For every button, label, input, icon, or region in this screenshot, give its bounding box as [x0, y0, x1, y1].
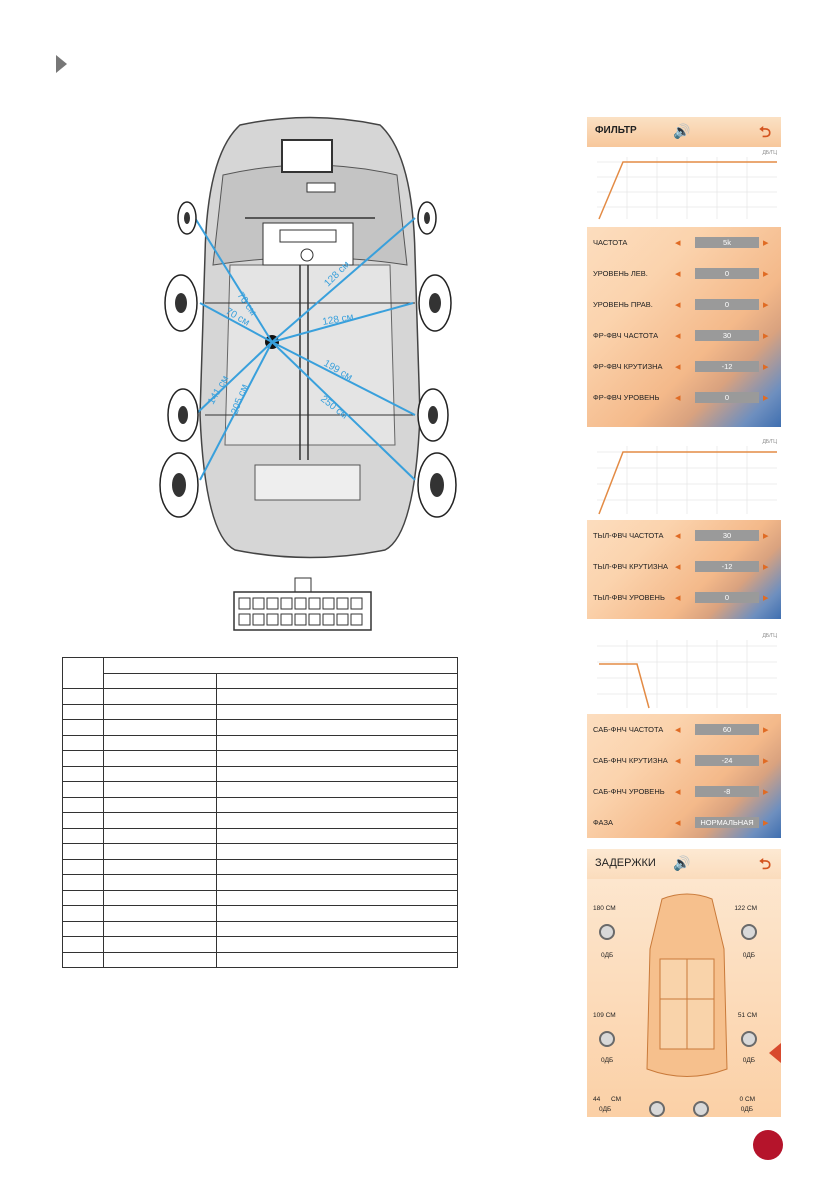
arrow-right-icon[interactable]: ▸ [763, 786, 769, 798]
filter-row: ТЫЛ-ФВЧ УРОВЕНЬ◂0▸ [593, 592, 769, 604]
arrow-right-icon[interactable]: ▸ [763, 237, 769, 249]
arrow-right-icon[interactable]: ▸ [763, 592, 769, 604]
section-marker [56, 55, 67, 73]
delay-db: 0ДБ [599, 1106, 612, 1113]
speaker-icon[interactable] [599, 924, 615, 940]
filter-row: ФР-ФВЧ УРОВЕНЬ◂0▸ [593, 392, 769, 404]
speaker-icon[interactable]: 🔊 [673, 123, 691, 139]
arrow-right-icon[interactable]: ▸ [763, 330, 769, 342]
delay-fl: 180 СМ [593, 905, 616, 912]
arrow-right-icon[interactable]: ▸ [763, 530, 769, 542]
delay-panel: ЗАДЕРЖКИ 🔊 ⮌ 180 СМ 122 СМ 0ДБ 0ДБ 109 С… [587, 849, 781, 1117]
car-speaker-diagram: 70 см 70 см 128 см 128 см 199 см 141 см … [159, 116, 457, 559]
side-arrow-icon[interactable] [769, 1043, 781, 1063]
page-badge [753, 1130, 783, 1160]
delay-header: ЗАДЕРЖКИ 🔊 ⮌ [587, 849, 781, 879]
delay-rr: 51 СМ [737, 1012, 757, 1019]
graph-unit: ДБ/ГЦ [762, 150, 777, 156]
connector-diagram [233, 577, 372, 631]
delay-sl: 44 [593, 1096, 601, 1103]
delay-title: ЗАДЕРЖКИ [595, 857, 656, 869]
dim-label: 128 см [322, 312, 355, 328]
filter-panel-1: ФИЛЬТР 🔊 ⮌ ДБ/ГЦ ЧАСТОТА◂5k▸ УРОВЕНЬ ЛЕВ… [587, 117, 781, 427]
arrow-right-icon[interactable]: ▸ [763, 561, 769, 573]
speaker-icon[interactable] [741, 924, 757, 940]
filter-title: ФИЛЬТР [595, 125, 637, 136]
pin-table [62, 657, 458, 968]
back-icon[interactable]: ⮌ [758, 856, 771, 873]
delay-rl: 109 СМ [593, 1012, 616, 1019]
arrow-right-icon[interactable]: ▸ [763, 724, 769, 736]
car-outline [646, 893, 728, 1077]
filter-graph: ДБ/ГЦ [587, 147, 781, 227]
filter-panel-2: ДБ/ГЦ ТЫЛ-ФВЧ ЧАСТОТА◂30▸ ТЫЛ-ФВЧ КРУТИЗ… [587, 436, 781, 619]
filter-row: ТЫЛ-ФВЧ ЧАСТОТА◂30▸ [593, 530, 769, 542]
arrow-left-icon[interactable]: ◂ [675, 592, 681, 604]
arrow-left-icon[interactable]: ◂ [675, 392, 681, 404]
filter-header: ФИЛЬТР 🔊 ⮌ [587, 117, 781, 147]
arrow-left-icon[interactable]: ◂ [675, 817, 681, 829]
filter-row: САБ-ФНЧ ЧАСТОТА◂60▸ [593, 724, 769, 736]
arrow-left-icon[interactable]: ◂ [675, 361, 681, 373]
filter-row: САБ-ФНЧ КРУТИЗНА◂-24▸ [593, 755, 769, 767]
arrow-left-icon[interactable]: ◂ [675, 530, 681, 542]
arrow-left-icon[interactable]: ◂ [675, 561, 681, 573]
filter-row: ФР-ФВЧ КРУТИЗНА◂-12▸ [593, 361, 769, 373]
speaker-icon[interactable] [599, 1031, 615, 1047]
speaker-icon[interactable] [741, 1031, 757, 1047]
arrow-left-icon[interactable]: ◂ [675, 268, 681, 280]
arrow-left-icon[interactable]: ◂ [675, 724, 681, 736]
speaker-icon[interactable] [649, 1101, 665, 1117]
delay-db: 0ДБ [601, 1057, 614, 1064]
arrow-left-icon[interactable]: ◂ [675, 755, 681, 767]
filter-row: ФАЗА◂НОРМАЛЬНАЯ▸ [593, 817, 769, 829]
filter-panel-3: ДБ/ГЦ САБ-ФНЧ ЧАСТОТА◂60▸ САБ-ФНЧ КРУТИЗ… [587, 630, 781, 838]
arrow-right-icon[interactable]: ▸ [763, 268, 769, 280]
arrow-left-icon[interactable]: ◂ [675, 786, 681, 798]
arrow-right-icon[interactable]: ▸ [763, 392, 769, 404]
graph-unit: ДБ/ГЦ [762, 633, 777, 639]
graph-unit: ДБ/ГЦ [762, 439, 777, 445]
back-icon[interactable]: ⮌ [758, 124, 771, 141]
speaker-icon[interactable] [693, 1101, 709, 1117]
arrow-left-icon[interactable]: ◂ [675, 237, 681, 249]
arrow-right-icon[interactable]: ▸ [763, 361, 769, 373]
arrow-right-icon[interactable]: ▸ [763, 817, 769, 829]
filter-row: ФР-ФВЧ ЧАСТОТА◂30▸ [593, 330, 769, 342]
arrow-left-icon[interactable]: ◂ [675, 330, 681, 342]
delay-db: 0ДБ [742, 1057, 755, 1064]
filter-row: УРОВЕНЬ ЛЕВ.◂0▸ [593, 268, 769, 280]
filter-row: УРОВЕНЬ ПРАВ.◂0▸ [593, 299, 769, 311]
delay-db: 0ДБ [601, 952, 614, 959]
arrow-right-icon[interactable]: ▸ [763, 299, 769, 311]
arrow-right-icon[interactable]: ▸ [763, 755, 769, 767]
delay-fr: 122 СМ [734, 905, 757, 912]
delay-sl-unit: СМ [611, 1096, 622, 1103]
filter-graph: ДБ/ГЦ [587, 630, 781, 714]
delay-db: 0ДБ [742, 952, 755, 959]
filter-row: ТЫЛ-ФВЧ КРУТИЗНА◂-12▸ [593, 561, 769, 573]
arrow-left-icon[interactable]: ◂ [675, 299, 681, 311]
filter-row: ЧАСТОТА◂5k▸ [593, 237, 769, 249]
filter-row: САБ-ФНЧ УРОВЕНЬ◂-8▸ [593, 786, 769, 798]
delay-sr: 0 СМ [739, 1096, 755, 1103]
delay-db: 0ДБ [740, 1106, 753, 1113]
speaker-icon[interactable]: 🔊 [673, 855, 691, 871]
filter-graph: ДБ/ГЦ [587, 436, 781, 520]
